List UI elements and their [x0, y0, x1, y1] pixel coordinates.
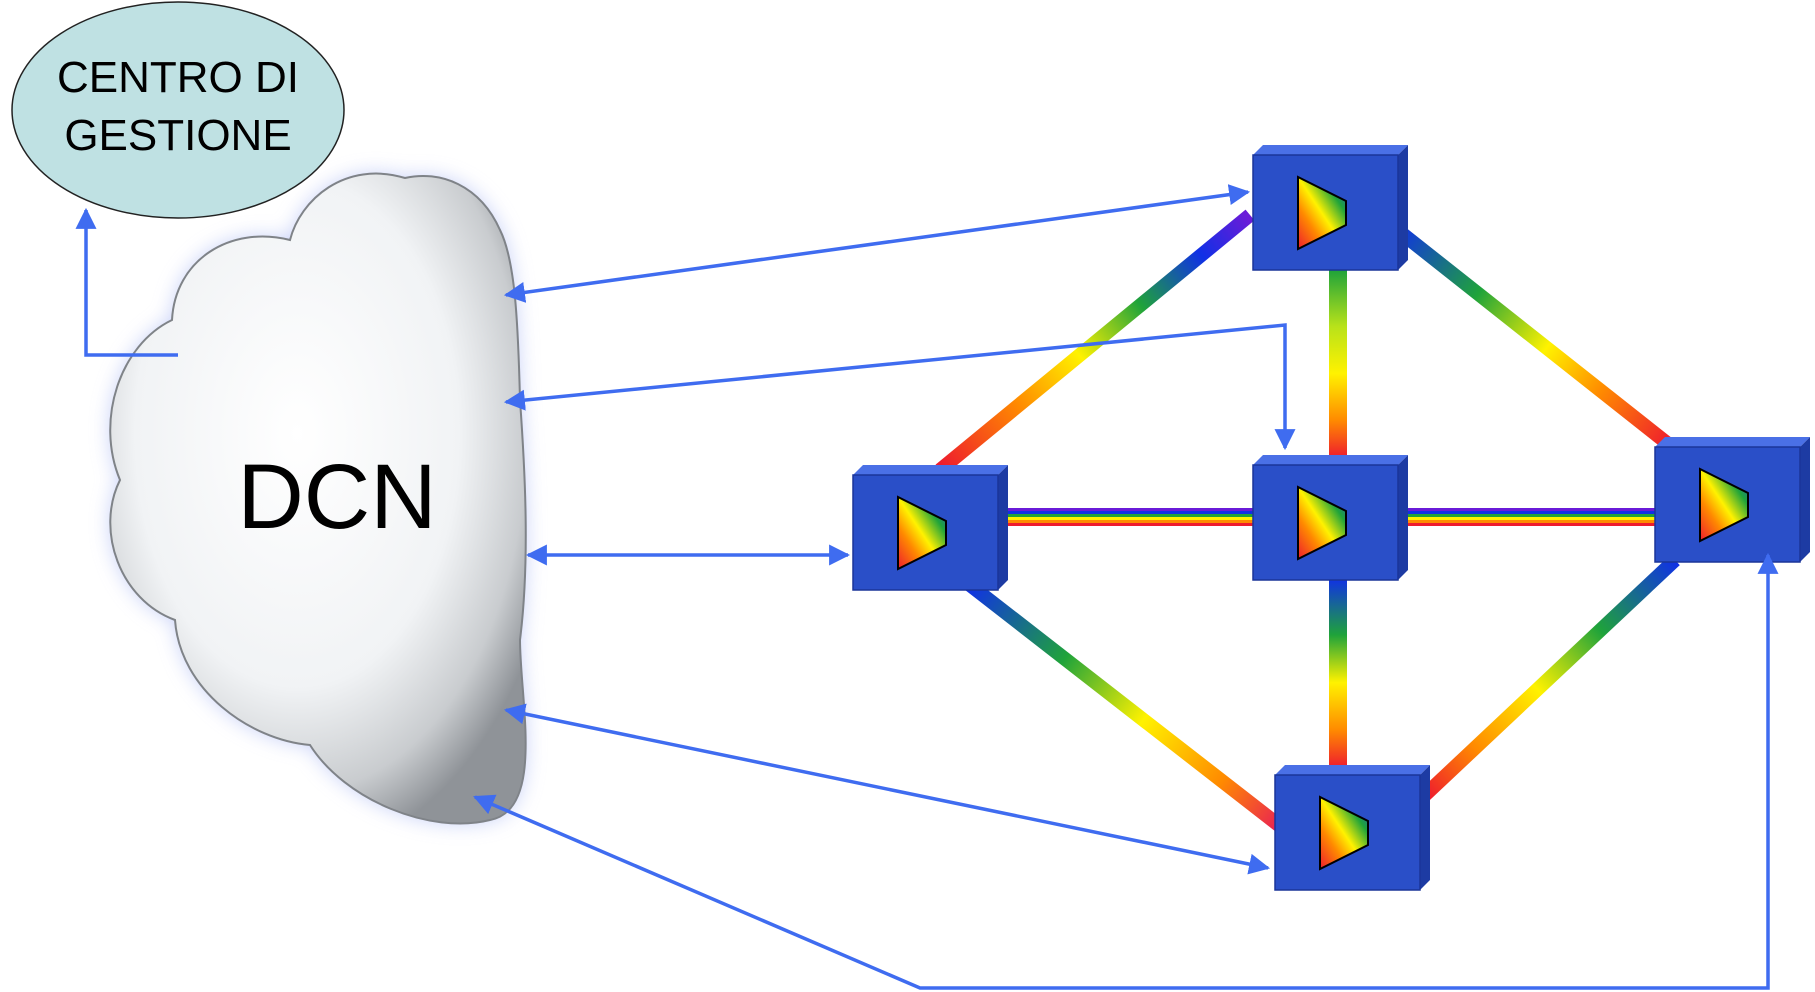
link-top-right: [1390, 222, 1677, 453]
dcn-cloud-body: [109, 172, 527, 825]
link-center-right: [1405, 508, 1655, 526]
node-right[interactable]: [1654, 437, 1810, 563]
management-center-ellipse: [11, 1, 345, 219]
node-top[interactable]: [1252, 145, 1408, 271]
dcn-label: DCN: [237, 446, 436, 548]
prism-icon: [1297, 175, 1347, 251]
link-right-bottom: [1420, 554, 1680, 801]
arrow-dcn-node-right: [473, 552, 1779, 990]
link-left-center: [1003, 508, 1253, 526]
prism-icon: [1297, 485, 1347, 561]
arrow-dcn-to-management: [75, 207, 178, 357]
node-left[interactable]: [852, 465, 1008, 591]
dcn-cloud: DCN: [109, 172, 527, 825]
arrow-dcn-node-top: [503, 184, 1251, 303]
prism-icon: [1699, 467, 1749, 543]
node-bottom[interactable]: [1274, 765, 1430, 891]
node-center[interactable]: [1252, 455, 1408, 581]
management-arrows: [75, 184, 1779, 990]
link-left-bottom: [965, 579, 1290, 836]
management-center: CENTRO DI GESTIONE: [11, 1, 345, 219]
management-center-label-line1: CENTRO DI: [57, 53, 299, 102]
arrow-dcn-node-center: [503, 323, 1296, 451]
prism-icon: [897, 495, 947, 571]
management-center-label-line2: GESTIONE: [64, 111, 291, 160]
